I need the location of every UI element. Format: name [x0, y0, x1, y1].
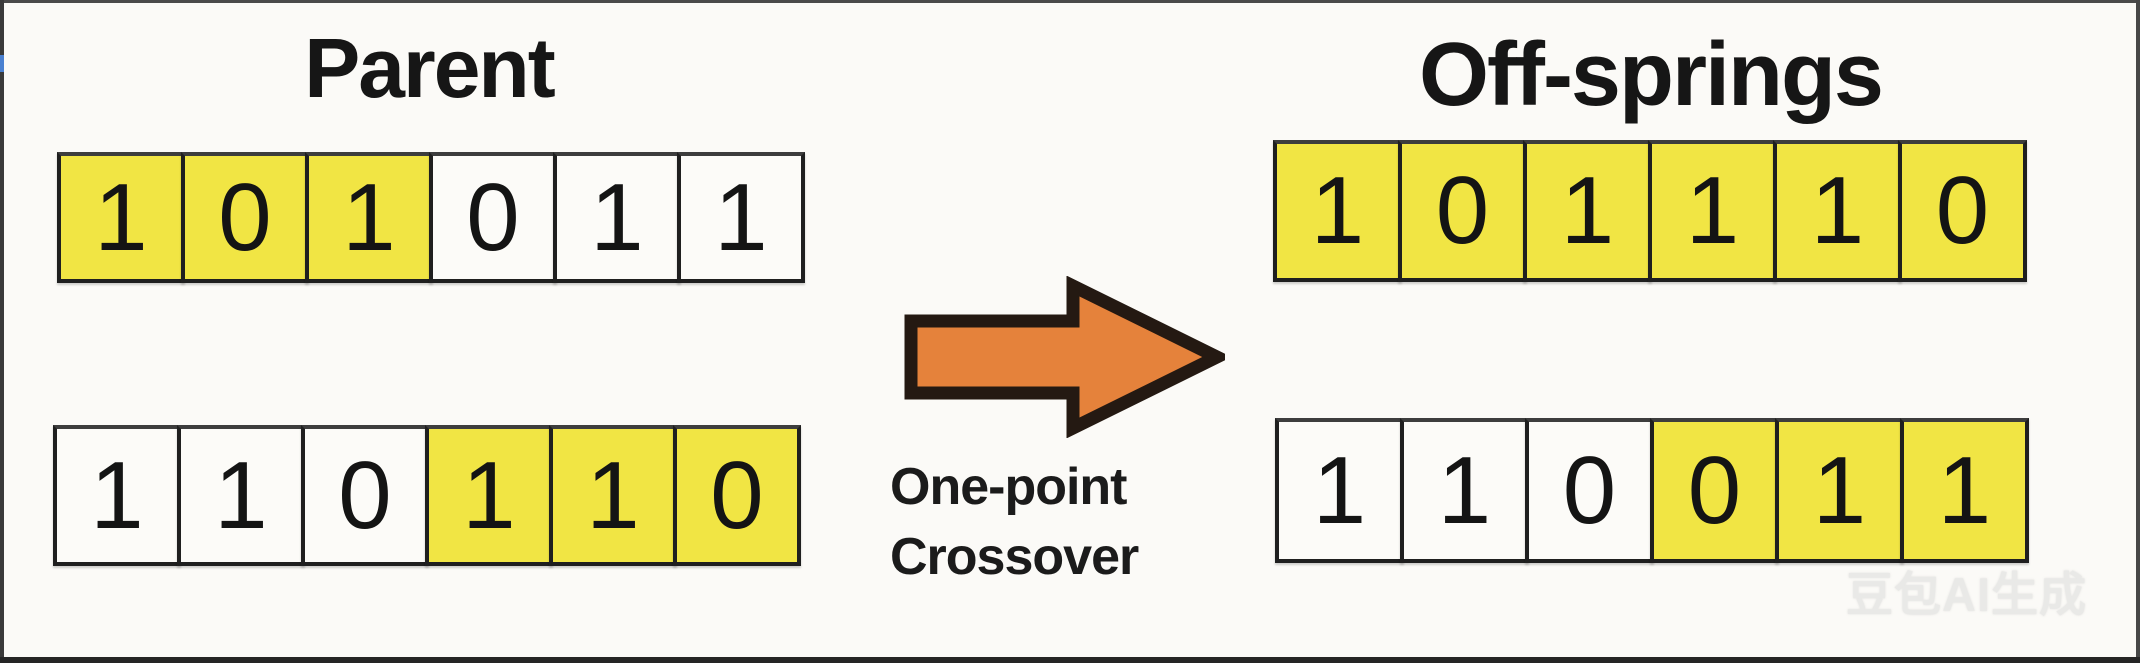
gene-cell: 1	[305, 152, 433, 283]
gene-value: 1	[1810, 157, 1865, 264]
gene-cell: 1	[553, 152, 681, 283]
left-edge-line	[0, 0, 4, 663]
gene-cell: 1	[57, 152, 185, 283]
parent-chromosome-1: 1 0 1 0 1 1	[57, 152, 805, 283]
gene-cell: 1	[425, 425, 553, 566]
offspring-chromosome-1: 1 0 1 1 1 0	[1273, 140, 2027, 282]
gene-value: 1	[1312, 436, 1367, 544]
crossover-label: One-point Crossover	[890, 452, 1210, 592]
gene-cell: 0	[181, 152, 309, 283]
gene-value: 1	[1560, 157, 1615, 264]
crossover-arrow	[903, 275, 1232, 439]
gene-value: 1	[1937, 436, 1992, 544]
gene-value: 1	[586, 441, 640, 549]
offspring-chromosome-2: 1 1 0 0 1 1	[1275, 418, 2029, 563]
crossover-label-line1: One-point	[890, 458, 1128, 516]
gene-value: 0	[338, 441, 392, 549]
gene-cell: 1	[1275, 418, 1404, 563]
parent-title: Parent	[304, 21, 555, 115]
gene-value: 1	[1812, 436, 1867, 544]
gene-cell: 1	[1773, 140, 1902, 282]
gene-cell: 0	[429, 152, 557, 283]
gene-cell: 1	[1775, 418, 1904, 563]
gene-value: 0	[466, 163, 520, 271]
gene-value: 0	[1935, 157, 1990, 264]
gene-cell: 1	[1400, 418, 1529, 563]
gene-value: 1	[1685, 157, 1740, 264]
gene-value: 1	[462, 441, 516, 549]
gene-cell: 0	[673, 425, 801, 566]
gene-value: 1	[714, 163, 768, 271]
gene-cell: 1	[1900, 418, 2029, 563]
gene-cell: 0	[1898, 140, 2027, 282]
gene-value: 1	[214, 441, 268, 549]
gene-cell: 0	[301, 425, 429, 566]
right-edge-line	[2136, 0, 2140, 663]
gene-value: 1	[94, 163, 148, 271]
gene-value: 0	[1435, 157, 1490, 264]
ai-watermark: 豆包AI生成	[1846, 568, 2087, 621]
gene-cell: 0	[1525, 418, 1654, 563]
bottom-edge-line	[0, 657, 2140, 663]
gene-cell: 1	[677, 152, 805, 283]
offsprings-title: Off-springs	[1419, 25, 1884, 125]
gene-cell: 1	[549, 425, 677, 566]
gene-value: 0	[710, 441, 764, 549]
gene-cell: 1	[177, 425, 305, 566]
gene-cell: 1	[53, 425, 181, 566]
scan-artifact-speck	[0, 55, 4, 72]
gene-cell: 1	[1273, 140, 1402, 282]
gene-cell: 0	[1650, 418, 1779, 563]
gene-value: 1	[342, 163, 396, 271]
right-arrow-icon	[904, 275, 1232, 439]
crossover-label-line2: Crossover	[890, 528, 1139, 586]
gene-value: 1	[590, 163, 644, 271]
gene-cell: 1	[1523, 140, 1652, 282]
gene-value: 1	[90, 441, 144, 549]
parent-chromosome-2: 1 1 0 1 1 0	[53, 425, 801, 566]
gene-cell: 1	[1648, 140, 1777, 282]
top-edge-line	[0, 0, 2140, 3]
gene-value: 1	[1310, 157, 1365, 264]
gene-value: 0	[1687, 436, 1742, 544]
gene-cell: 0	[1398, 140, 1527, 282]
gene-value: 0	[218, 163, 272, 271]
gene-value: 1	[1437, 436, 1492, 544]
gene-value: 0	[1562, 436, 1617, 544]
